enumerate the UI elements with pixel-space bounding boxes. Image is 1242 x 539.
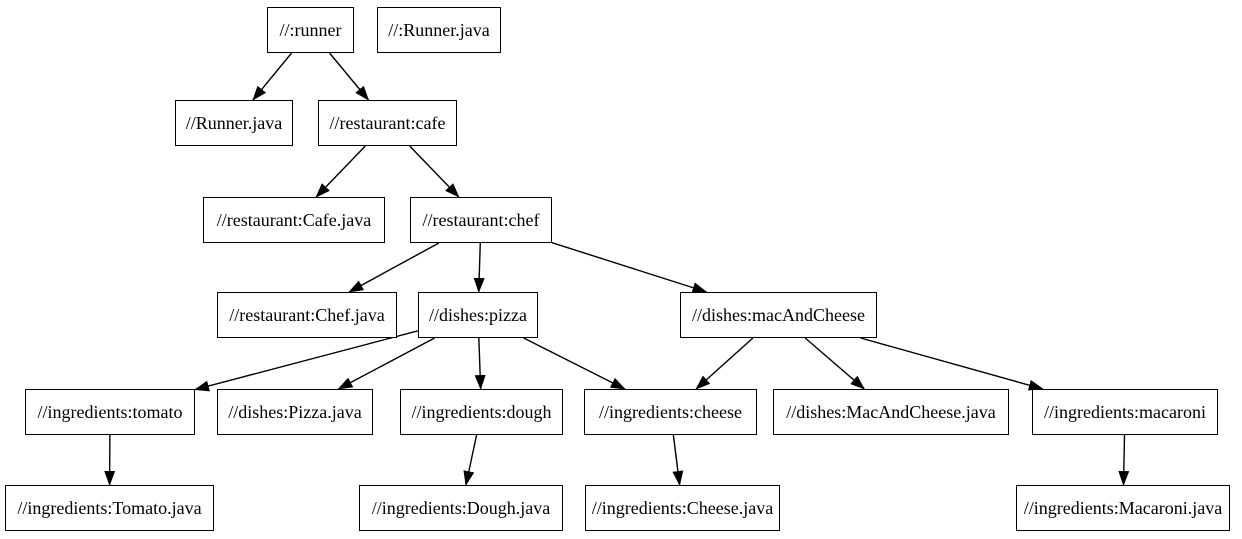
graph-node-label: //dishes:Pizza.java xyxy=(228,402,362,422)
edge-cafe-to-chef xyxy=(409,145,460,198)
edge-mac-and-cheese-to-macaroni xyxy=(860,337,1044,391)
graph-node-label: //:runner xyxy=(279,20,342,40)
graph-node-dough: //ingredients:dough xyxy=(400,389,563,435)
graph-node-dough-java: //ingredients:Dough.java xyxy=(359,485,563,531)
graph-node-label: //ingredients:dough xyxy=(411,402,552,422)
graph-node-label: //ingredients:cheese xyxy=(599,402,742,422)
graph-node-label: //ingredients:Dough.java xyxy=(371,498,551,518)
edge-macaroni-to-macaroni-java xyxy=(1118,434,1130,486)
graph-node-mac-and-cheese: //dishes:macAndCheese xyxy=(680,292,877,338)
edge-cafe-to-cafe-java xyxy=(315,145,366,198)
graph-node-label: //dishes:MacAndCheese.java xyxy=(786,402,996,422)
graph-node-label: //restaurant:chef xyxy=(422,210,540,230)
graph-node-label: //ingredients:tomato xyxy=(37,402,183,422)
edge-chef-to-chef-java xyxy=(348,242,440,293)
graph-node-pizza: //dishes:pizza xyxy=(418,292,538,338)
graph-node-cheese-java: //ingredients:Cheese.java xyxy=(585,485,780,531)
graph-node-label: //restaurant:Chef.java xyxy=(229,305,385,325)
graph-node-macaroni: //ingredients:macaroni xyxy=(1032,389,1218,435)
graph-node-label: //ingredients:Tomato.java xyxy=(17,498,202,518)
edge-dough-to-dough-java xyxy=(463,434,478,486)
graph-node-cafe-java: //restaurant:Cafe.java xyxy=(203,197,385,243)
edge-cheese-to-cheese-java xyxy=(672,434,684,486)
graph-node-label: //ingredients:Cheese.java xyxy=(591,498,774,518)
graph-node-chef: //restaurant:chef xyxy=(410,197,552,243)
graph-node-runner-java-src: //:Runner.java xyxy=(377,7,501,53)
edge-mac-and-cheese-to-mac-and-cheese-java xyxy=(804,337,866,390)
graph-node-label: //ingredients:Macaroni.java xyxy=(1023,498,1223,518)
edge-pizza-to-pizza-java xyxy=(337,337,435,390)
edge-pizza-to-dough xyxy=(474,337,486,390)
graph-node-chef-java: //restaurant:Chef.java xyxy=(217,292,397,338)
graph-node-label: //restaurant:Cafe.java xyxy=(216,210,372,230)
edge-chef-to-mac-and-cheese xyxy=(551,242,708,293)
edge-chef-to-pizza xyxy=(473,242,485,293)
graph-node-label: //Runner.java xyxy=(185,113,283,133)
graph-node-runner-java: //Runner.java xyxy=(175,100,293,146)
graph-node-label: //ingredients:macaroni xyxy=(1044,402,1206,422)
graph-node-macaroni-java: //ingredients:Macaroni.java xyxy=(1016,485,1230,531)
edge-runner-to-cafe xyxy=(329,52,370,101)
edge-pizza-to-tomato xyxy=(194,330,419,392)
graph-node-mac-and-cheese-java: //dishes:MacAndCheese.java xyxy=(773,389,1009,435)
graph-node-label: //:Runner.java xyxy=(388,20,490,40)
graph-node-tomato-java: //ingredients:Tomato.java xyxy=(5,485,214,531)
graph-node-cheese: //ingredients:cheese xyxy=(584,389,757,435)
edge-runner-to-runner-java xyxy=(252,52,293,101)
graph-node-label: //dishes:macAndCheese xyxy=(692,305,865,325)
edge-group xyxy=(104,52,1130,486)
graph-node-label: //dishes:pizza xyxy=(429,305,527,325)
graph-node-tomato: //ingredients:tomato xyxy=(25,389,195,435)
edge-pizza-to-cheese xyxy=(523,337,626,390)
graph-node-label: //restaurant:cafe xyxy=(329,113,446,133)
graph-node-cafe: //restaurant:cafe xyxy=(318,100,457,146)
graph-node-runner: //:runner xyxy=(267,7,354,53)
graph-node-pizza-java: //dishes:Pizza.java xyxy=(217,389,373,435)
edge-mac-and-cheese-to-cheese xyxy=(695,337,754,390)
